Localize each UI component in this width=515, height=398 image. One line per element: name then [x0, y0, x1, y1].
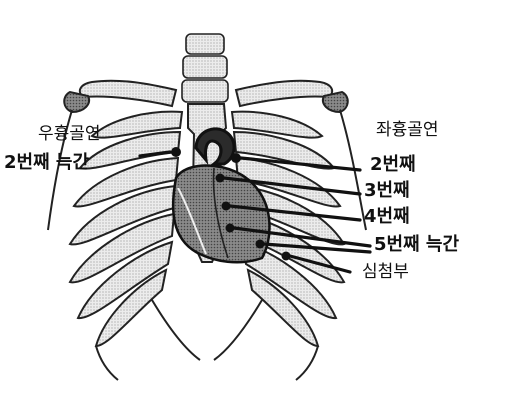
label-third: 3번째: [364, 182, 410, 200]
label-fourth: 4번째: [364, 208, 410, 226]
label-fifth-interspace: 5번째 늑간: [374, 236, 459, 254]
aortic-point: [171, 147, 181, 157]
ribs-right-side: [70, 112, 182, 346]
spine-vertebrae: [182, 34, 228, 102]
label-right-sternal-border: 우흉골연: [38, 126, 101, 143]
label-apex: 심첨부: [362, 264, 409, 281]
label-second-interspace-right: 2번째 늑간: [4, 154, 89, 172]
label-left-sternal-border: 좌흉골연: [376, 122, 439, 139]
label-second: 2번째: [370, 156, 416, 174]
